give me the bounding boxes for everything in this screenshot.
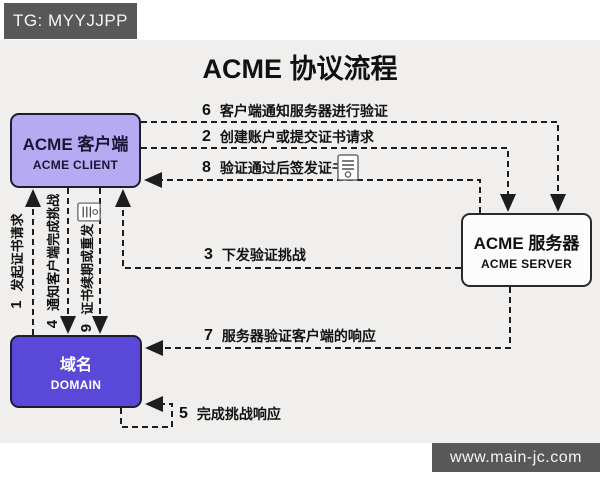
step-label-4: 4 通知客户端完成挑战 (42, 186, 62, 336)
client-label-zh: ACME 客户端 (22, 134, 129, 154)
step-text: 服务器验证客户端的响应 (221, 328, 376, 344)
connector-step-5 (120, 396, 173, 428)
step-number: 6 (202, 102, 211, 119)
watermark-top-text: TG: MYYJJPP (12, 11, 129, 30)
domain-label-zh: 域名 (59, 357, 92, 374)
watermark-bottom-text: www.main-jc.com (450, 448, 582, 466)
watermark-bottom-badge: www.main-jc.com (432, 443, 600, 472)
step-label-8: 8 验证通过后签发证书 (202, 158, 346, 178)
step-label-9: 9 证书续期或重发 (76, 203, 96, 353)
connector-step-8 (144, 172, 481, 213)
step-label-1: 1 发起证书请求 (6, 186, 26, 336)
step-text: 发起证书请求 (9, 213, 25, 292)
step-text: 下发验证挑战 (221, 247, 306, 263)
certificate-icon (77, 202, 101, 222)
connector-step-2 (141, 147, 516, 212)
step-label-5: 5 完成挑战响应 (179, 404, 281, 424)
step-number: 7 (204, 327, 213, 344)
step-text: 通知客户端完成挑战 (45, 193, 61, 311)
step-text: 证书续期或重发 (79, 223, 95, 315)
step-number: 3 (204, 246, 213, 263)
connector-step-7 (145, 287, 511, 356)
step-label-3: 3 下发验证挑战 (204, 245, 306, 265)
domain-label-en: DOMAIN (50, 378, 102, 392)
connector-step-3 (115, 189, 461, 269)
step-text: 客户端通知服务器进行验证 (219, 103, 388, 119)
connector-step-6 (141, 121, 566, 212)
step-text: 创建账户或提交证书请求 (219, 129, 374, 145)
page-title: ACME 协议流程 (202, 54, 398, 84)
node-acme-server: ACME 服务器 ACME SERVER (461, 213, 592, 287)
node-acme-client: ACME 客户端 ACME CLIENT (10, 113, 141, 188)
server-label-en: ACME SERVER (480, 257, 573, 271)
step-number: 4 (43, 319, 61, 329)
step-number: 2 (202, 128, 211, 145)
step-label-6: 6 客户端通知服务器进行验证 (202, 101, 388, 121)
step-text: 完成挑战响应 (196, 406, 281, 422)
client-label-en: ACME CLIENT (32, 157, 119, 172)
certificate-icon (337, 154, 359, 181)
step-number: 1 (7, 300, 25, 309)
step-number: 5 (179, 405, 188, 422)
step-number: 9 (77, 323, 95, 333)
step-label-7: 7 服务器验证客户端的响应 (204, 326, 376, 346)
step-text: 验证通过后签发证书 (219, 160, 346, 176)
watermark-top-badge: TG: MYYJJPP (4, 3, 137, 39)
node-domain: 域名 DOMAIN (10, 335, 142, 408)
step-number: 8 (202, 159, 211, 176)
step-label-2: 2 创建账户或提交证书请求 (202, 127, 374, 147)
server-label-zh: ACME 服务器 (473, 234, 580, 253)
